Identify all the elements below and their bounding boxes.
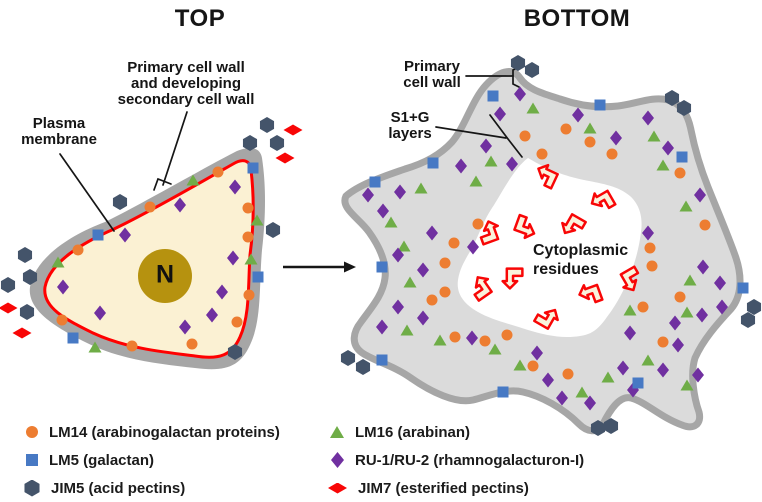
label-cytoplasmic-residues: Cytoplasmic residues <box>533 242 629 278</box>
legend-label-lm5: LM5 (galactan) <box>49 451 155 469</box>
label-plasma-membrane: Plasma membrane <box>21 115 97 148</box>
legend-item-lm5: LM5 (galactan) <box>26 450 154 470</box>
s1g-bracket <box>489 114 523 158</box>
s1g-pointer-line <box>435 126 507 139</box>
legend-item-lm16: LM16 (arabinan) <box>330 422 470 442</box>
cell-wall-pointer-line <box>162 111 188 186</box>
nucleus <box>138 249 192 303</box>
legend-item-ru1ru2: RU-1/RU-2 (rhamnogalacturon-I) <box>331 450 584 470</box>
label-s1g-layers: S1+G layers <box>388 109 432 142</box>
lm5-square-legend-marker <box>26 454 38 466</box>
jim7-diamond-legend-marker <box>328 482 347 494</box>
cell-wall-pointer-bracket <box>153 177 172 191</box>
jim5-hexagon-legend-marker <box>24 479 40 497</box>
plasma-membrane-pointer-line <box>59 153 115 232</box>
legend-label-lm14: LM14 (arabinogalactan proteins) <box>49 423 280 441</box>
title-bottom: BOTTOM <box>523 5 631 32</box>
legend-label-ru1ru2: RU-1/RU-2 (rhamnogalacturon-I) <box>355 451 585 469</box>
label-primary-cell-wall: Primary cell wall <box>403 58 461 91</box>
ru1-ru2-diamond-legend-marker <box>331 452 344 468</box>
legend-item-jim7: JIM7 (esterified pectins) <box>328 478 529 498</box>
legend-label-jim5: JIM5 (acid pectins) <box>51 479 186 497</box>
legend-label-lm16: LM16 (arabinan) <box>355 423 471 441</box>
lm16-triangle-legend-marker <box>330 426 344 438</box>
legend-item-jim5: JIM5 (acid pectins) <box>24 478 185 498</box>
legend-item-lm14: LM14 (arabinogalactan proteins) <box>26 422 280 442</box>
transition-arrow <box>283 261 356 273</box>
legend-label-jim7: JIM7 (esterified pectins) <box>358 479 529 497</box>
nucleus-label: N <box>155 260 175 289</box>
lm14-circle-legend-marker <box>26 426 38 438</box>
label-primary-and-secondary-cell-wall: Primary cell wall and developing seconda… <box>117 59 255 108</box>
title-top: TOP <box>174 5 226 32</box>
